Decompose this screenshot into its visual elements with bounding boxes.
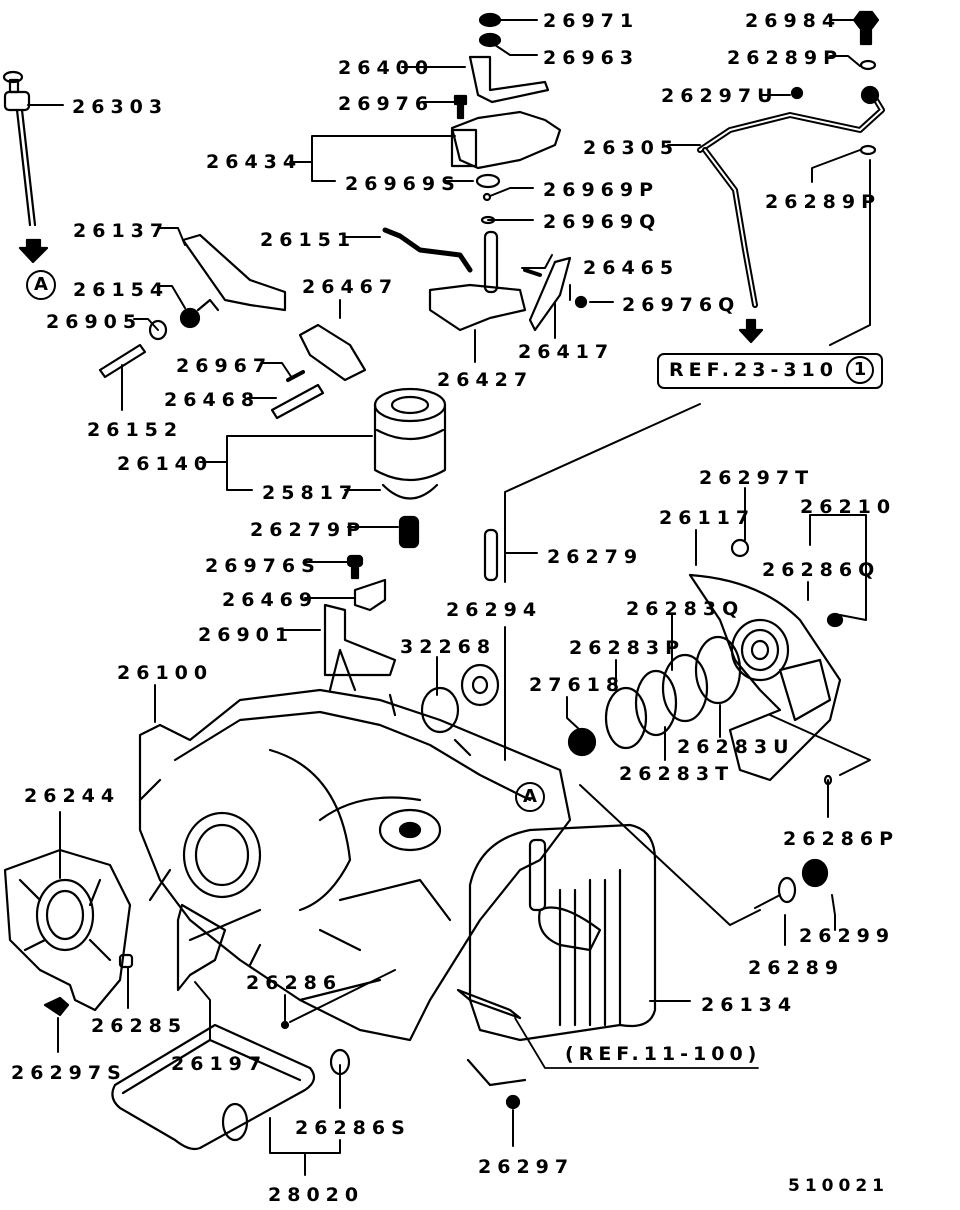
oil-pan-26134 <box>456 823 657 1087</box>
ref-11-100-text[interactable]: (REF.11-100) <box>565 1043 762 1065</box>
part-label-26469[interactable]: 26469 <box>222 589 319 611</box>
part-label-32268[interactable]: 32268 <box>400 636 497 658</box>
part-label-26140[interactable]: 26140 <box>117 453 214 475</box>
part-label-26117[interactable]: 26117 <box>659 507 756 529</box>
part-label-26134[interactable]: 26134 <box>701 994 798 1016</box>
part-label-26434[interactable]: 26434 <box>206 151 303 173</box>
part-label-26976q[interactable]: 26976Q <box>622 294 741 316</box>
part-label-26967[interactable]: 26967 <box>176 355 273 377</box>
dipstick-26303 <box>2 70 49 264</box>
part-label-28020[interactable]: 28020 <box>268 1184 365 1206</box>
part-label-26299[interactable]: 26299 <box>799 925 896 947</box>
part-label-26283p[interactable]: 26283P <box>569 637 686 659</box>
oil-filter-26140 <box>373 387 447 481</box>
cover-26244 <box>3 848 132 1012</box>
part-label-26467[interactable]: 26467 <box>302 276 399 298</box>
part-label-26400[interactable]: 26400 <box>338 57 435 79</box>
part-label-26297s[interactable]: 26297S <box>11 1062 127 1084</box>
part-label-26468[interactable]: 26468 <box>164 389 261 411</box>
connector-marker-a-case: A <box>515 782 545 812</box>
part-label-26283q[interactable]: 26283Q <box>626 598 745 620</box>
ref-circle-number: 1 <box>846 356 874 384</box>
part-label-26152[interactable]: 26152 <box>87 419 184 441</box>
part-label-26286q[interactable]: 26286Q <box>762 559 881 581</box>
part-label-26286p[interactable]: 26286P <box>783 828 900 850</box>
part-label-26151[interactable]: 26151 <box>260 229 357 251</box>
part-label-26294[interactable]: 26294 <box>446 599 543 621</box>
part-label-26969p[interactable]: 26969P <box>543 179 660 201</box>
part-label-26976[interactable]: 26976 <box>338 93 435 115</box>
part-label-26905[interactable]: 26905 <box>46 311 143 333</box>
part-label-26427[interactable]: 26427 <box>437 369 534 391</box>
part-label-26963[interactable]: 26963 <box>543 47 640 69</box>
part-label-26969q[interactable]: 26969Q <box>543 211 662 233</box>
part-label-26286[interactable]: 26286 <box>246 972 343 994</box>
part-label-26417[interactable]: 26417 <box>518 341 615 363</box>
strainer-28020 <box>111 1023 316 1151</box>
part-label-26279[interactable]: 26279 <box>547 546 644 568</box>
part-label-26969s[interactable]: 26969S <box>345 173 461 195</box>
part-label-26465[interactable]: 26465 <box>583 257 680 279</box>
part-label-26283t[interactable]: 26283T <box>619 763 735 785</box>
part-label-26976s[interactable]: 26976S <box>205 555 321 577</box>
part-label-26154[interactable]: 26154 <box>73 279 170 301</box>
part-label-26197[interactable]: 26197 <box>171 1053 268 1075</box>
part-label-26286s[interactable]: 26286S <box>295 1117 411 1139</box>
part-label-26289[interactable]: 26289 <box>748 957 845 979</box>
ref-box-23-310[interactable]: REF.23-310 1 <box>657 353 883 389</box>
part-label-26137[interactable]: 26137 <box>73 220 170 242</box>
part-label-26305[interactable]: 26305 <box>583 137 680 159</box>
ref-23-310-text: REF.23-310 <box>669 359 839 381</box>
part-label-26283u[interactable]: 26283U <box>677 736 795 758</box>
part-label-26100[interactable]: 26100 <box>117 662 214 684</box>
part-label-26297t[interactable]: 26297T <box>699 467 815 489</box>
diagram-id: 510021 <box>788 1176 889 1196</box>
part-label-26244[interactable]: 26244 <box>24 785 121 807</box>
part-label-26285[interactable]: 26285 <box>91 1015 188 1037</box>
part-label-26289p-mid[interactable]: 26289P <box>765 191 882 213</box>
part-label-26297u[interactable]: 26297U <box>661 85 779 107</box>
part-label-25817[interactable]: 25817 <box>262 482 359 504</box>
part-label-26984[interactable]: 26984 <box>745 10 842 32</box>
part-label-26279p[interactable]: 26279P <box>250 519 367 541</box>
parts-artwork <box>2 10 885 1151</box>
part-label-26303[interactable]: 26303 <box>72 96 169 118</box>
connector-marker-a-top: A <box>26 270 56 300</box>
part-label-26289p-top[interactable]: 26289P <box>727 47 844 69</box>
part-label-27618[interactable]: 27618 <box>529 674 626 696</box>
part-label-26210[interactable]: 26210 <box>800 496 897 518</box>
part-label-26901[interactable]: 26901 <box>198 624 295 646</box>
part-label-26297[interactable]: 26297 <box>478 1156 575 1178</box>
part-label-26971[interactable]: 26971 <box>543 10 640 32</box>
